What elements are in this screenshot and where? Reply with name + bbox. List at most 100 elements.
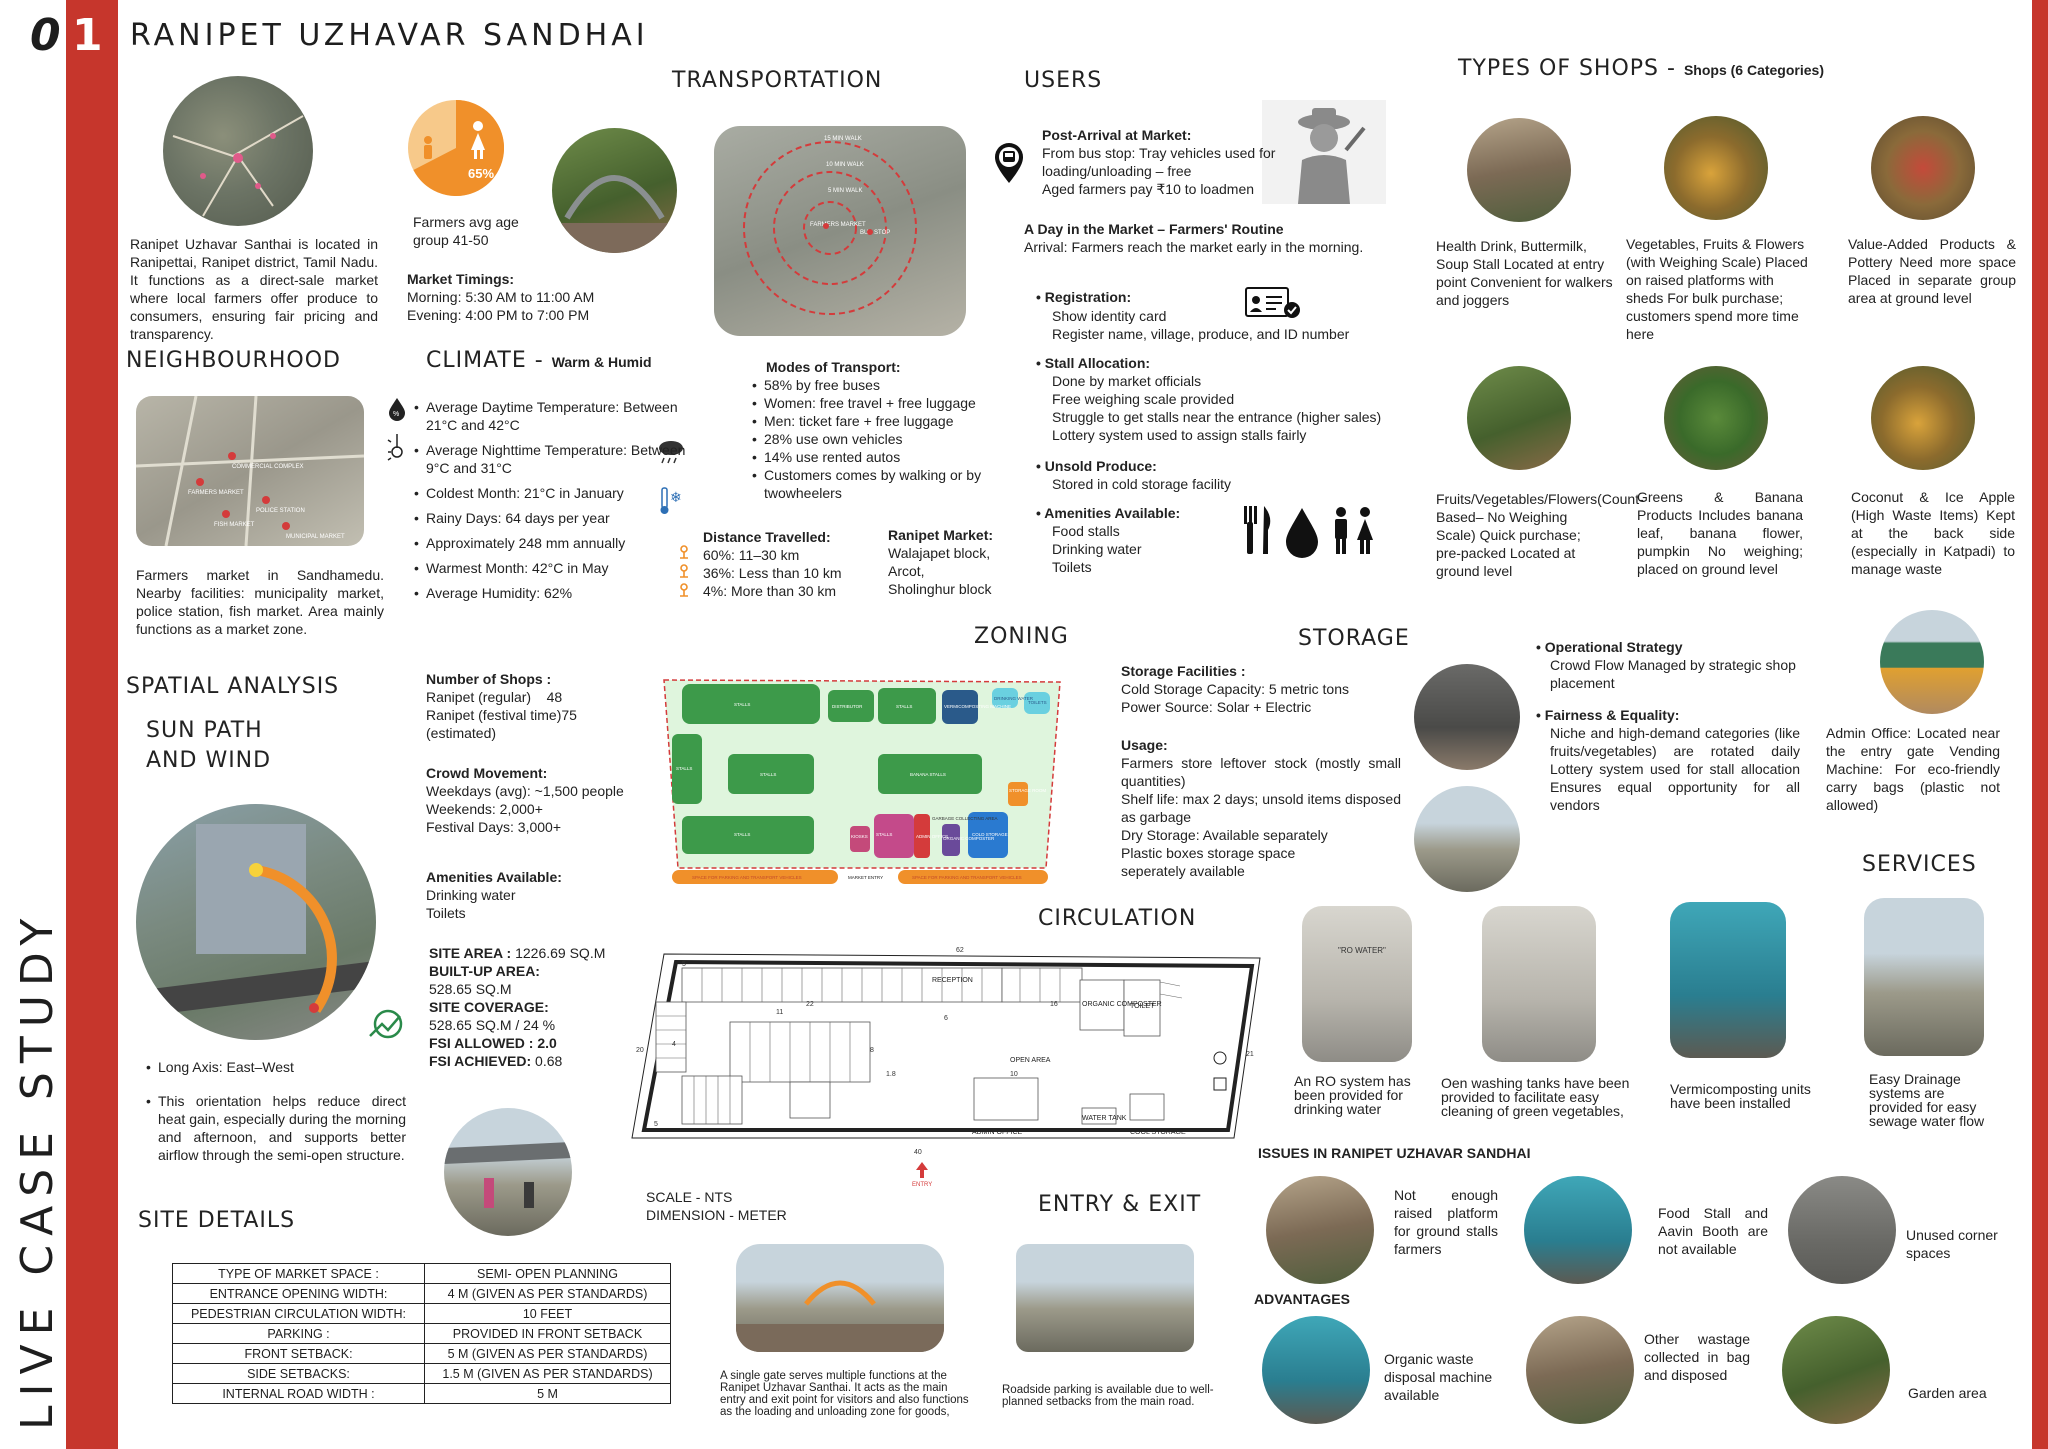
map-label-5min: 5 MIN WALK	[828, 188, 862, 194]
climate-item: Average Nighttime Temperature: Between 9…	[414, 441, 704, 477]
market-arch-photo	[552, 128, 677, 253]
built-up-area-label: BUILT-UP AREA:	[429, 963, 540, 979]
plan-scale: SCALE - NTS	[646, 1189, 733, 1205]
shop-text-vegetables: Vegetables, Fruits & Flowers (with Weigh…	[1626, 236, 1808, 342]
dim-label: 8	[870, 1047, 874, 1054]
zone-label: ORGANIC COMPOSTER	[943, 836, 995, 841]
post-arrival-line: Aged farmers pay ₹10 to loadmen	[1042, 181, 1255, 197]
zone-label: STALLS	[896, 704, 912, 709]
day-arrival: Arrival: Farmers reach the market early …	[1024, 239, 1364, 255]
storage-facilities-line: Cold Storage Capacity: 5 metric tons	[1121, 681, 1349, 697]
entry-exit-title: ENTRY & EXIT	[1038, 1192, 1210, 1217]
dim-label: 40	[914, 1149, 922, 1156]
map-label: MUNICIPAL MARKET	[286, 534, 345, 540]
entry-gate-photo	[736, 1244, 944, 1352]
ranipet-market-item: Sholinghur block	[888, 581, 992, 597]
stall-line: Struggle to get stalls near the entrance…	[1052, 409, 1382, 425]
dim-label: 21	[1246, 1051, 1254, 1058]
issue-photo-corner	[1788, 1176, 1896, 1284]
storage-usage-line: Farmers store leftover stock (mostly sma…	[1121, 755, 1401, 789]
ranipet-market-heading: Ranipet Market:	[888, 527, 994, 543]
issues-title: ISSUES IN RANIPET UZHAVAR SANDHAI	[1258, 1145, 1531, 1161]
crowd-line: Weekends: 2,000+	[426, 801, 543, 817]
shops-count-regular: Ranipet (regular) 48	[426, 689, 563, 705]
plan-label-composter: ORGANIC COMPOSTER	[1082, 1001, 1162, 1008]
zone-label: TOILETS	[1028, 700, 1047, 705]
sun-path-title-1: SUN PATH	[146, 718, 271, 743]
zone-label: ADMIN OFFICE	[916, 834, 948, 839]
sun-path-aerial-photo	[136, 804, 376, 1040]
ranipet-market-item: Arcot,	[888, 563, 925, 579]
mode-item: 28% use own vehicles	[752, 430, 1012, 448]
shop-photo-health-drink	[1467, 118, 1571, 222]
circulation-plan: RECEPTION ORGANIC COMPOSTER TOILET OPEN …	[630, 940, 1270, 1190]
service-photo-drainage	[1864, 898, 1984, 1056]
sheet-number-digit-1: 1	[72, 10, 103, 61]
dim-label: 5	[654, 1121, 658, 1128]
zone-label: GARBAGE COLLECTING AREA	[932, 816, 998, 821]
zone-label: SPACE FOR PARKING AND TRANSPORT VEHICLES	[692, 875, 802, 880]
built-up-area-value: 528.65 SQ.M	[429, 981, 512, 997]
amenities-line: Toilets	[1052, 559, 1092, 575]
unsold-heading: • Unsold Produce:	[1036, 458, 1157, 474]
zone-label: STORAGE ROOM	[1009, 788, 1046, 793]
amenities-heading: • Amenities Available:	[1036, 505, 1181, 521]
storage-usage-line: Dry Storage: Available separately	[1121, 827, 1328, 843]
dim-label: 4	[672, 1041, 676, 1048]
plan-dimension-unit: DIMENSION - METER	[646, 1207, 787, 1223]
post-arrival-heading: Post-Arrival at Market:	[1042, 127, 1192, 143]
amenities-line: Food stalls	[1052, 523, 1120, 539]
farmers-age-text: Farmers avg age group 41-50	[413, 214, 519, 248]
zone-label: VERMICOMPOSTING MACHINE	[944, 704, 1011, 709]
table-row: TYPE OF MARKET SPACE :SEMI- OPEN PLANNIN…	[172, 1263, 671, 1284]
service-photo-ro: "RO WATER"	[1302, 906, 1412, 1062]
advantage-photo-wastage	[1526, 1316, 1634, 1424]
operational-heading: • Operational Strategy	[1536, 639, 1683, 655]
post-arrival-line: From bus stop: Tray vehicles used for	[1042, 145, 1276, 161]
service-text-ro: An RO system has been provided for drink…	[1294, 1073, 1411, 1117]
shops-count-festival: Ranipet (festival time)75	[426, 707, 577, 723]
fsi-allowed: FSI ALLOWED : 2.0	[429, 1035, 557, 1051]
timings-evening: Evening: 4:00 PM to 7:00 PM	[407, 307, 590, 323]
farmers-female-percent: 65%	[468, 166, 494, 181]
accent-band-left	[66, 0, 118, 1449]
admin-text: Admin Office: Located near the entry gat…	[1826, 725, 2000, 813]
zone-label: DISTRIBUTOR	[832, 704, 863, 709]
dim-label: 20	[636, 1047, 644, 1054]
site-coverage-label: SITE COVERAGE:	[429, 999, 549, 1015]
shop-photo-greens-banana	[1664, 366, 1768, 470]
zone-label: DRINKING WATER	[994, 696, 1034, 701]
zone-label: STALLS	[676, 766, 692, 771]
bus-stop-icon	[993, 142, 1025, 184]
shop-photo-pottery	[1871, 116, 1975, 220]
day-heading: A Day in the Market – Farmers' Routine	[1024, 221, 1284, 237]
sheet-number-digit-0: 0	[30, 10, 61, 61]
unsold-line: Stored in cold storage facility	[1052, 476, 1231, 492]
storage-usage-heading: Usage:	[1121, 737, 1168, 753]
shop-text-count-based: Fruits/Vegetables/Flowers(Count-Based– N…	[1436, 491, 1644, 579]
water-drop-icon	[1286, 508, 1318, 558]
climate-item: Average Humidity: 62%	[414, 584, 704, 602]
climate-icons-left: %	[386, 396, 408, 464]
fairness-heading: • Fairness & Equality:	[1536, 707, 1680, 723]
plan-label-open-area: OPEN AREA	[1010, 1057, 1051, 1064]
zone-label: COLD STORAGE	[972, 832, 1008, 837]
shop-photo-coconut	[1871, 366, 1975, 470]
storage-usage-line: Plastic boxes storage space seperately a…	[1121, 845, 1296, 879]
thermometer-sun-icon	[387, 434, 403, 461]
registration-heading: • Registration:	[1036, 289, 1132, 305]
entry-gate-text: A single gate serves multiple functions …	[720, 1370, 969, 1418]
service-text-vermicompost: Vermicomposting units have been installe…	[1670, 1081, 1811, 1111]
table-row: SIDE SETBACKS:1.5 M (GIVEN AS PER STANDA…	[172, 1363, 671, 1384]
service-photo-vermicompost	[1670, 902, 1786, 1058]
zone-label: STALLS	[734, 702, 750, 707]
plan-label-reception: RECEPTION	[932, 977, 973, 984]
operational-text: Crowd Flow Managed by strategic shop pla…	[1550, 657, 1796, 691]
storage-title: STORAGE	[1298, 626, 1440, 651]
shop-photo-count-based	[1467, 366, 1571, 470]
distance-heading: Distance Travelled:	[703, 529, 831, 545]
circulation-title: CIRCULATION	[1038, 906, 1237, 931]
mode-item: Women: free travel + free luggage	[752, 394, 1012, 412]
map-label-15min: 15 MIN WALK	[824, 136, 862, 142]
sun-path-bullet: Long Axis: East–West	[146, 1058, 406, 1076]
